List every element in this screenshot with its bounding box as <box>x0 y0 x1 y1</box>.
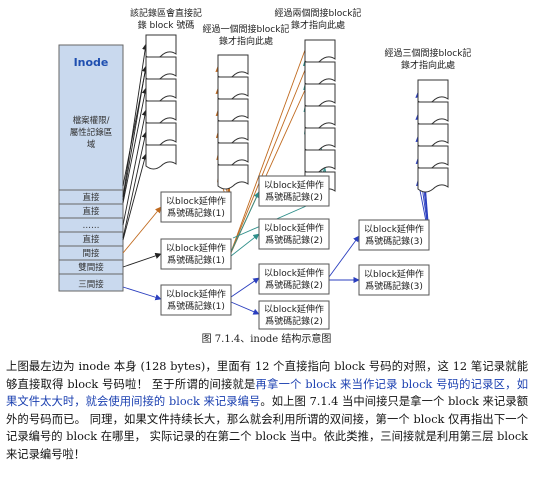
inode-box: Inode 檔案權限/ 屬性記錄區 域 直接 直接 …… 直接 間接 雙間接 三… <box>58 44 124 292</box>
single-indirect-data-blocks <box>217 54 249 190</box>
indirect-triple-l3a-label-2: 爲號碼記錄(3) <box>365 235 423 247</box>
pointer-row-direct-1: 直接 <box>82 192 100 203</box>
pointer-row-direct-12: 直接 <box>82 234 100 245</box>
triple-level-arrow <box>328 235 360 278</box>
direct-data-blocks <box>145 34 177 170</box>
indirect-record-triple-l2-a: 以block延伸作 爲號碼記錄(2) <box>258 263 330 295</box>
triple-level-arrow <box>230 301 260 315</box>
paragraph-highlight: 再拿一个 block 来当作记录 block 号码的记录区，如果文件太大时，就会… <box>6 377 528 409</box>
indirect-record-triple-l3-b: 以block延伸作 爲號碼記錄(3) <box>358 264 430 296</box>
annotation-direct-1: 該記錄區會直接記 <box>130 7 202 19</box>
indirect-triple-l1-label-2: 爲號碼記錄(1) <box>167 300 225 312</box>
direct-arrow <box>122 131 148 239</box>
direct-arrow <box>122 87 148 204</box>
pointer-row-triple-indirect: 三間接 <box>78 279 104 290</box>
single-level-arrow <box>230 49 306 253</box>
indirect-record-double-l2-a: 以block延伸作 爲號碼記錄(2) <box>258 175 330 207</box>
inode-meta-label-3: 域 <box>87 139 96 150</box>
triple-level-arrow <box>230 277 260 298</box>
inode-structure-diagram: Inode 檔案權限/ 屬性記錄區 域 直接 直接 …… 直接 間接 雙間接 三… <box>58 7 472 330</box>
annotation-triple-1: 經過三個間接block記 <box>385 47 472 59</box>
single-indirect-arrow <box>122 206 162 254</box>
pointer-row-direct-2: 直接 <box>82 206 100 217</box>
inode-title: Inode <box>74 56 109 69</box>
indirect-triple-l2a-label-1: 以block延伸作 <box>264 267 324 279</box>
annotation-double-1: 經過兩個間接block記 <box>275 7 362 19</box>
double-level-arrow <box>230 191 260 253</box>
direct-arrow <box>122 153 148 241</box>
double-indirect-arrow <box>122 252 162 268</box>
single-level-arrow <box>230 69 306 253</box>
pointer-row-ellipsis: …… <box>83 221 100 231</box>
indirect-triple-l2a-label-2: 爲號碼記錄(2) <box>265 279 323 291</box>
annotation-double-2: 錄才指向此處 <box>291 19 345 31</box>
indirect-double-l1-label-1: 以block延伸作 <box>166 242 226 254</box>
indirect-single-label-1: 以block延伸作 <box>166 195 226 207</box>
indirect-triple-l3a-label-1: 以block延伸作 <box>364 223 424 235</box>
triple-indirect-arrow <box>122 286 162 301</box>
indirect-double-l2a-label-1: 以block延伸作 <box>264 179 324 191</box>
indirect-record-double-l2-b: 以block延伸作 爲號碼記錄(2) <box>258 218 330 250</box>
indirect-triple-l3b-label-1: 以block延伸作 <box>364 268 424 280</box>
indirect-record-double-l1: 以block延伸作 爲號碼記錄(1) <box>160 238 232 270</box>
indirect-triple-l3b-label-2: 爲號碼記錄(3) <box>365 280 423 292</box>
indirect-double-l2b-label-1: 以block延伸作 <box>264 222 324 234</box>
pointer-row-double-indirect: 雙間接 <box>78 262 104 273</box>
indirect-record-single: 以block延伸作 爲號碼記錄(1) <box>160 191 232 223</box>
annotation-triple-2: 錄才指向此處 <box>401 59 455 71</box>
annotation-direct-2: 錄 block 號碼 <box>138 19 195 31</box>
indirect-record-triple-l2-b: 以block延伸作 爲號碼記錄(2) <box>258 300 330 330</box>
triple-indirect-data-blocks <box>417 79 449 193</box>
annotation-single-2: 錄才指向此處 <box>219 35 273 47</box>
indirect-double-l2a-label-2: 爲號碼記錄(2) <box>265 191 323 203</box>
annotation-single-1: 經過一個間接block記 <box>203 23 290 35</box>
direct-arrow <box>122 109 148 226</box>
data-block-stacks <box>145 34 449 197</box>
indirect-triple-l2b-label-1: 以block延伸作 <box>264 303 324 315</box>
pointer-row-single-indirect: 間接 <box>82 248 100 259</box>
indirect-record-triple-l1: 以block延伸作 爲號碼記錄(1) <box>160 284 232 316</box>
explanation-paragraph: 上图最左边为 inode 本身 (128 bytes)，里面有 12 个直接指向… <box>6 358 528 463</box>
direct-arrow <box>122 43 149 198</box>
inode-meta-label-2: 屬性記錄區 <box>70 127 113 138</box>
indirect-double-l2b-label-2: 爲號碼記錄(2) <box>265 234 323 246</box>
indirect-single-label-2: 爲號碼記錄(1) <box>167 207 225 219</box>
indirect-triple-l1-label-1: 以block延伸作 <box>166 288 226 300</box>
inode-meta-label-1: 檔案權限/ <box>73 115 110 126</box>
paragraph-part-3: 。如上图 7.1.4 当中间接只是拿一个 block 来记录额外的号码而已。 同… <box>6 395 528 461</box>
indirect-record-triple-l3-a: 以block延伸作 爲號碼記錄(3) <box>358 219 430 251</box>
indirect-triple-l2b-label-2: 爲號碼記錄(2) <box>265 315 323 327</box>
indirect-double-l1-label-2: 爲號碼記錄(1) <box>167 254 225 266</box>
paragraph-part-1: 上图最左边为 inode 本身 (128 bytes)，里面有 12 个直接指向… <box>6 360 528 391</box>
double-indirect-data-blocks <box>304 39 336 197</box>
double-level-arrow <box>230 233 260 257</box>
figure-caption: 图 7.1.4、inode 结构示意图 <box>201 334 332 345</box>
